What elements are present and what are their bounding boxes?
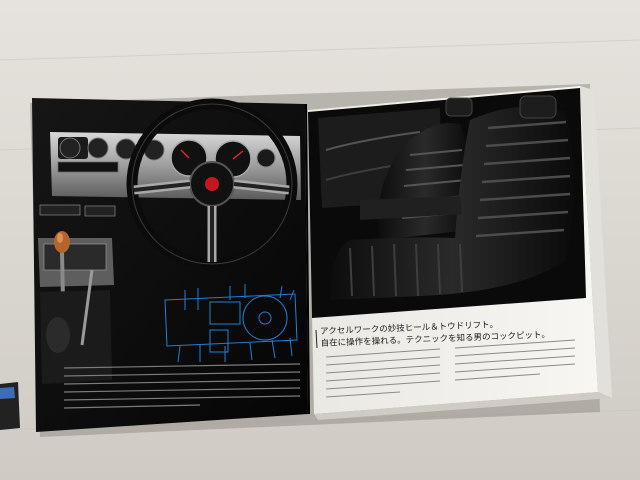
steering-wheel	[126, 98, 298, 270]
body-text-block	[325, 339, 576, 398]
control-layout-diagram	[164, 284, 298, 363]
passenger-seat	[330, 106, 574, 300]
caption-text-block	[63, 363, 301, 409]
